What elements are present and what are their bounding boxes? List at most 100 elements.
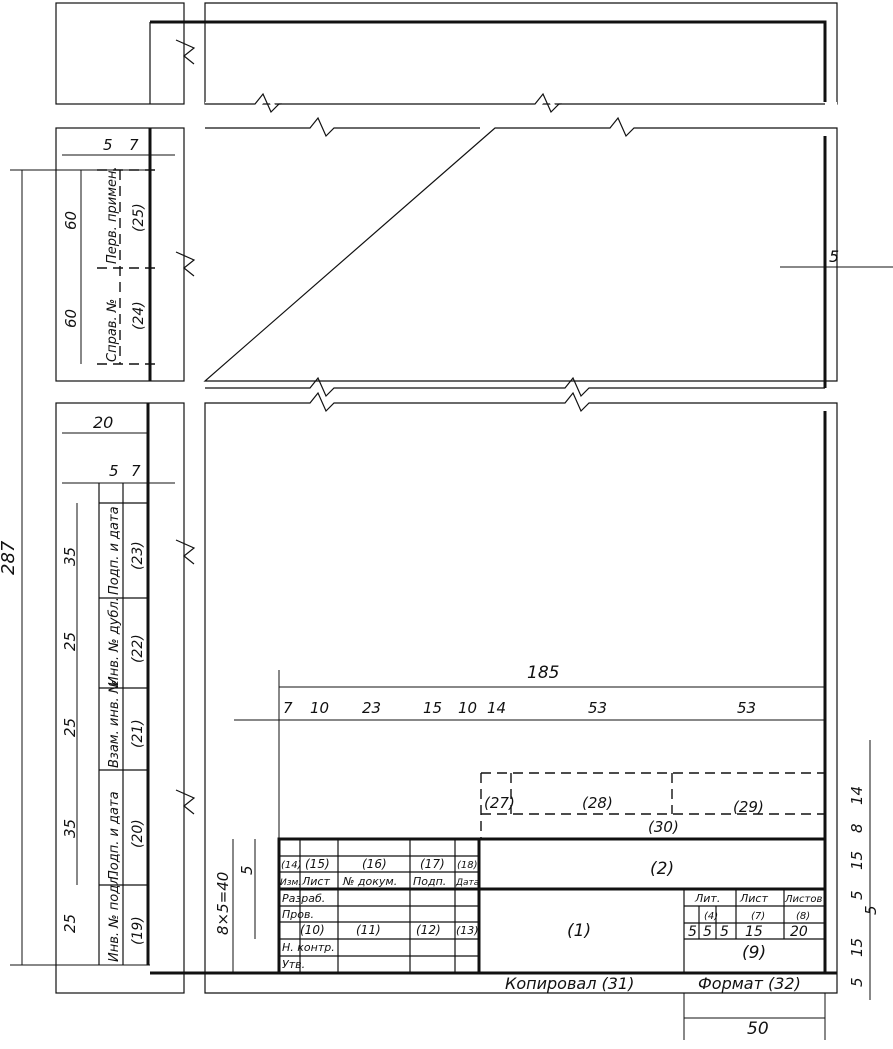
row-label: Пров. xyxy=(282,908,314,921)
cell-ref: (15) xyxy=(305,857,330,871)
dim-col: 10 xyxy=(458,699,477,717)
lit-label: Листов xyxy=(784,894,822,905)
strip-label: Инв. № подл. xyxy=(107,872,122,962)
dim-strip2-col-a: 5 xyxy=(103,136,113,154)
right-side-dims: 14 8 15 5 5 15 5 xyxy=(848,786,880,987)
dim-col: 15 xyxy=(423,699,442,717)
dim-margin-right: 5 xyxy=(829,247,839,266)
dim-cell: 5 xyxy=(720,924,729,940)
strip-ref: (25) xyxy=(131,203,147,232)
dim-strip1-h: 25 xyxy=(61,718,79,737)
strip-label: Инв. № дубл. xyxy=(107,597,122,686)
footer-format: Формат (32) xyxy=(698,974,801,993)
lit-labels: Лит. Лист Листов (4) (7) (8) xyxy=(694,892,822,922)
cell-ref: (14) xyxy=(281,860,302,871)
dim-strip1-h: 25 xyxy=(61,632,79,651)
top-column-dims: 7 10 23 15 10 14 53 53 xyxy=(283,699,756,717)
field-29: (29) xyxy=(733,798,764,816)
dim-right: 8 xyxy=(848,823,866,833)
strip1-height-labels: 35 25 25 35 25 xyxy=(61,547,79,933)
title-block-rows: Разраб. Пров. Н. контр. Утв. (10) (11) (… xyxy=(282,892,479,971)
field-1: (1) xyxy=(567,921,591,941)
lit-ref: (8) xyxy=(796,911,810,922)
dim-cell: 5 xyxy=(688,924,697,940)
field-2: (2) xyxy=(650,859,674,879)
dim-title-width: 185 xyxy=(527,663,559,683)
dim-col: 53 xyxy=(737,699,756,717)
dim-strip1-width: 20 xyxy=(93,413,113,432)
dim-col: 23 xyxy=(362,699,381,717)
strip-label: Взам. инв. № xyxy=(107,680,122,768)
strip-ref: (21) xyxy=(130,719,146,748)
dimension-lines xyxy=(10,154,893,1040)
dim-col: 14 xyxy=(487,699,506,717)
dim-row-height: 5 xyxy=(238,865,256,875)
strip1-labels: Подп. и дата Инв. № дубл. Взам. инв. № П… xyxy=(107,506,146,962)
row-label: Разраб. xyxy=(282,892,325,905)
sheet-bottom-panel xyxy=(150,391,838,994)
sheet-top-panel xyxy=(149,2,838,116)
row-ref: (11) xyxy=(356,923,381,937)
cell-ref: (16) xyxy=(362,857,387,871)
dim-right: 14 xyxy=(848,786,866,805)
field-28: (28) xyxy=(582,794,613,812)
dim-col: 7 xyxy=(283,699,293,717)
title-block-head-labels: Изм. Лист № докум. Подп. Дата xyxy=(280,875,479,888)
cell-label: Дата xyxy=(455,878,479,888)
left-strip-middle xyxy=(55,127,185,382)
cell-label: Изм. xyxy=(280,878,301,888)
dim-strip2-col-b: 7 xyxy=(129,136,139,154)
strip-ref: (20) xyxy=(130,819,146,848)
dim-strip1-h: 25 xyxy=(61,914,79,933)
dim-right: 15 xyxy=(848,851,866,870)
dim-col: 10 xyxy=(310,699,329,717)
lit-ref: (7) xyxy=(751,911,765,922)
row-ref: (10) xyxy=(300,923,325,937)
strip-label: Перв. примен. xyxy=(105,166,120,264)
field-27: (27) xyxy=(484,794,515,812)
dim-strip1-h: 35 xyxy=(61,547,79,566)
dim-strip2-lower: 60 xyxy=(62,309,80,328)
strip-ref: (24) xyxy=(131,301,147,330)
small-cell-dims: 5 5 5 15 20 xyxy=(688,924,808,940)
dim-fields-width: 50 xyxy=(747,1019,769,1039)
strip-ref: (22) xyxy=(130,634,146,663)
row-ref: (13) xyxy=(456,924,479,937)
left-strip-top xyxy=(55,2,185,105)
lit-label: Лит. xyxy=(694,892,720,905)
dim-right: 5 xyxy=(848,890,866,900)
cell-ref: (17) xyxy=(420,857,445,871)
lit-ref: (4) xyxy=(704,911,718,922)
dim-col: 53 xyxy=(588,699,607,717)
dim-cell: 20 xyxy=(790,924,808,940)
dim-right: 15 xyxy=(848,938,866,957)
row-label: Утв. xyxy=(282,958,305,971)
strip-ref: (19) xyxy=(130,916,146,945)
strip-ref: (23) xyxy=(130,541,146,570)
dim-sheet-height: 287 xyxy=(0,540,19,575)
dim-strip1-col-a: 5 xyxy=(109,462,119,480)
cell-label: Лист xyxy=(301,875,330,888)
sheet-middle-panel xyxy=(175,116,838,398)
field-30: (30) xyxy=(648,818,679,836)
dim-row-stack: 8×5=40 xyxy=(214,872,232,935)
row-ref: (12) xyxy=(416,923,441,937)
dim-strip2-upper: 60 xyxy=(62,211,80,230)
strip-label: Справ. № xyxy=(105,299,120,362)
title-block-head-refs: (14) (15) (16) (17) (18) xyxy=(281,857,478,871)
strip2-labels: Перв. примен. Справ. № (25) (24) xyxy=(105,166,147,362)
field-9: (9) xyxy=(742,943,766,963)
lit-label: Лист xyxy=(739,892,768,905)
dim-right: 5 xyxy=(862,905,880,915)
extra-fields xyxy=(479,772,825,840)
footer-copied: Копировал (31) xyxy=(505,974,634,993)
strip-label: Подп. и дата xyxy=(107,506,122,595)
left-strip-bottom xyxy=(55,402,185,994)
strip-label: Подп. и дата xyxy=(107,791,122,880)
cell-ref: (18) xyxy=(457,860,478,871)
dim-right: 5 xyxy=(848,977,866,987)
cell-label: Подп. xyxy=(413,875,446,888)
dim-cell: 5 xyxy=(703,924,712,940)
dim-strip1-h: 35 xyxy=(61,819,79,838)
